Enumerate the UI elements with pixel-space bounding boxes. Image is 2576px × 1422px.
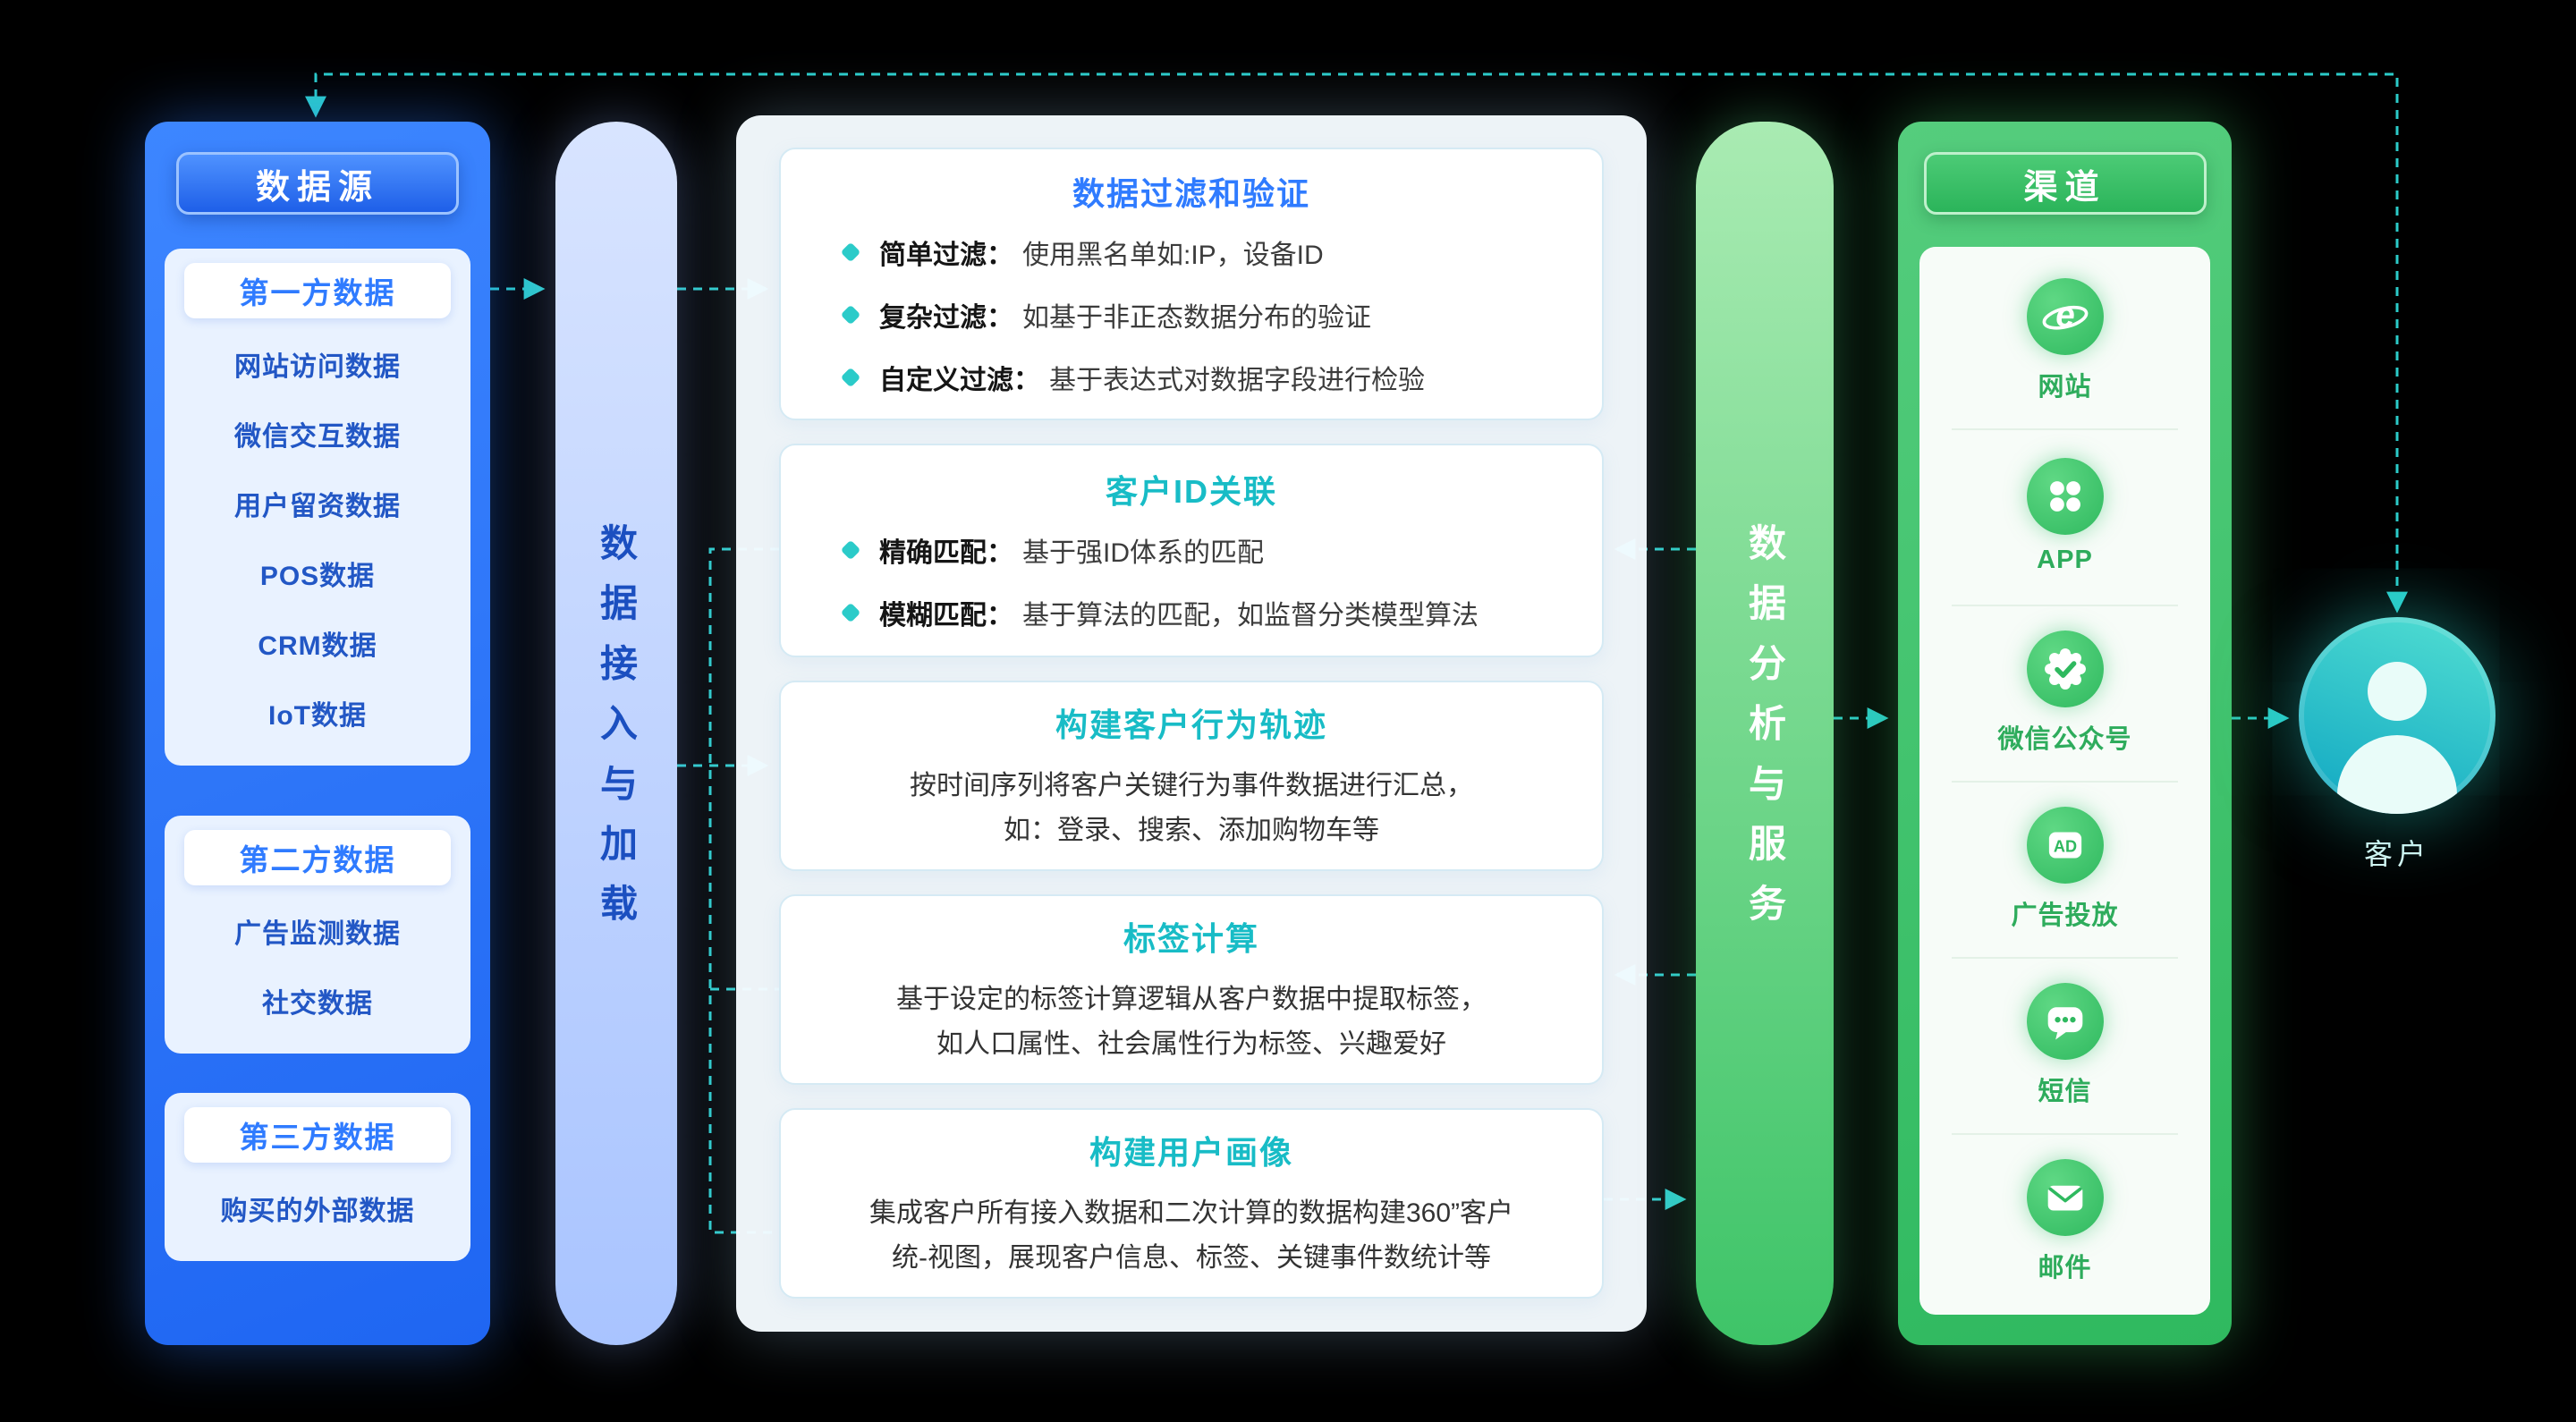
process-box-text: 如：登录、搜索、添加购物车等: [1004, 815, 1379, 845]
channel-label: 短信: [2038, 1077, 2092, 1106]
mail-icon: [2026, 1158, 2104, 1236]
process-box-behavior-track: 构建客户行为轨迹 按时间序列将客户关键行为事件数据进行汇总， 如：登录、搜索、添…: [779, 681, 1604, 871]
bullet-text: 基于强ID体系的匹配: [1022, 537, 1264, 568]
bullet-label: 自定义过滤：: [879, 365, 1040, 395]
diamond-bullet-icon: [840, 539, 861, 560]
bullet-row: 复杂过滤： 如基于非正态数据分布的验证: [840, 295, 1566, 334]
connector-feedback-loop: [305, 72, 2408, 614]
source-item: 广告监测数据: [234, 919, 401, 949]
process-box-title: 标签计算: [1123, 919, 1259, 957]
diamond-bullet-icon: [840, 602, 861, 622]
bullet-text: 基于算法的匹配，如监督分类模型算法: [1022, 600, 1479, 631]
process-box-id-link: 客户ID关联 精确匹配： 基于强ID体系的匹配 模糊匹配： 基于算法的匹配，如监…: [779, 444, 1604, 657]
person-icon: [2368, 662, 2427, 721]
source-item: 微信交互数据: [234, 422, 401, 452]
bullet-row: 精确匹配： 基于强ID体系的匹配: [840, 530, 1566, 570]
channel-label: APP: [2037, 546, 2093, 574]
diamond-bullet-icon: [840, 241, 861, 262]
analysis-bar: 数据分析与服务: [1696, 122, 1834, 1345]
bullet-row: 简单过滤： 使用黑名单如:IP，设备ID: [840, 233, 1566, 272]
source-item: IoT数据: [268, 701, 367, 731]
ad-icon-glyph: AD: [2053, 837, 2076, 855]
browser-icon: e: [2026, 277, 2104, 355]
source-item: 社交数据: [262, 989, 373, 1019]
process-box-title: 构建用户画像: [1089, 1133, 1293, 1171]
data-sources-panel: 数据源 第一方数据 网站访问数据 微信交互数据 用户留资数据 POS数据 CRM…: [145, 122, 490, 1345]
source-item: 用户留资数据: [234, 492, 401, 521]
channel-wechat-official: 微信公众号: [1919, 605, 2210, 781]
app-grid-icon: [2026, 458, 2104, 535]
channel-label: 网站: [2038, 372, 2092, 402]
source-item: 购买的外部数据: [220, 1197, 415, 1226]
analysis-bar-label: 数据分析与服务: [1743, 522, 1786, 944]
bullet-label: 精确匹配：: [879, 537, 1013, 568]
source-item: 网站访问数据: [234, 352, 401, 382]
process-box-text: 按时间序列将客户关键行为事件数据进行汇总，: [910, 770, 1473, 800]
process-box-title: 构建客户行为轨迹: [1055, 706, 1327, 743]
bullet-label: 模糊匹配：: [879, 600, 1013, 631]
first-party-data-group: 第一方数据 网站访问数据 微信交互数据 用户留资数据 POS数据 CRM数据 I…: [165, 249, 470, 766]
ad-icon: AD: [2026, 806, 2104, 884]
bullet-text: 使用黑名单如:IP，设备ID: [1022, 240, 1324, 270]
source-item: CRM数据: [258, 631, 377, 661]
diamond-bullet-icon: [840, 304, 861, 325]
data-sources-title: 数据源: [176, 152, 459, 215]
group-title-third-party: 第三方数据: [184, 1107, 451, 1163]
channel-list: e 网站 APP: [1919, 247, 2210, 1315]
channels-title: 渠道: [1923, 152, 2207, 215]
process-box-user-profile: 构建用户画像 集成客户所有接入数据和二次计算的数据构建360”客户 统-视图，展…: [779, 1108, 1604, 1299]
bullet-label: 简单过滤：: [879, 240, 1013, 270]
group-title-second-party: 第二方数据: [184, 830, 451, 885]
process-box-filter-validation: 数据过滤和验证 简单过滤： 使用黑名单如:IP，设备ID 复杂过滤： 如基于非正…: [779, 148, 1604, 420]
bullet-row: 自定义过滤： 基于表达式对数据字段进行检验: [840, 358, 1566, 397]
channel-label: 广告投放: [2011, 901, 2119, 930]
customer-avatar: [2299, 617, 2496, 814]
ingest-bar: 数据接入与加载: [555, 122, 677, 1345]
diamond-bullet-icon: [840, 367, 861, 387]
channel-website: e 网站: [1919, 252, 2210, 428]
process-box-text: 如人口属性、社会属性行为标签、兴趣爱好: [936, 1028, 1446, 1059]
channel-advertising: AD 广告投放: [1919, 781, 2210, 957]
channel-sms: 短信: [1919, 957, 2210, 1133]
channel-app: APP: [1919, 428, 2210, 605]
group-title-first-party: 第一方数据: [184, 263, 451, 318]
source-item: POS数据: [259, 562, 376, 591]
process-box-text: 统-视图，展现客户信息、标签、关键事件数统计等: [892, 1242, 1491, 1273]
sms-icon: [2026, 982, 2104, 1060]
process-box-title: 数据过滤和验证: [1072, 174, 1310, 212]
person-shoulders-icon: [2337, 735, 2457, 814]
wechat-official-badge-icon: [2026, 630, 2104, 707]
bullet-text: 基于表达式对数据字段进行检验: [1049, 365, 1425, 395]
customer-label: 客户: [2363, 838, 2430, 870]
process-box-tag-computation: 标签计算 基于设定的标签计算逻辑从客户数据中提取标签， 如人口属性、社会属性行为…: [779, 894, 1604, 1085]
bullet-row: 模糊匹配： 基于算法的匹配，如监督分类模型算法: [840, 593, 1566, 632]
channel-label: 邮件: [2038, 1253, 2092, 1282]
bullet-text: 如基于非正态数据分布的验证: [1022, 302, 1371, 333]
process-box-text: 基于设定的标签计算逻辑从客户数据中提取标签，: [896, 984, 1487, 1014]
process-box-title: 客户ID关联: [1105, 472, 1277, 510]
channel-email: 邮件: [1919, 1133, 2210, 1309]
third-party-data-group: 第三方数据 购买的外部数据: [165, 1093, 470, 1261]
process-box-text: 集成客户所有接入数据和二次计算的数据构建360”客户: [869, 1198, 1514, 1228]
ingest-bar-label: 数据接入与加载: [595, 522, 638, 944]
processing-panel: 数据过滤和验证 简单过滤： 使用黑名单如:IP，设备ID 复杂过滤： 如基于非正…: [736, 115, 1647, 1332]
bullet-label: 复杂过滤：: [879, 302, 1013, 333]
customer-node: 客户: [2299, 617, 2496, 873]
channel-label: 微信公众号: [1997, 724, 2132, 754]
second-party-data-group: 第二方数据 广告监测数据 社交数据: [165, 816, 470, 1054]
channels-panel: 渠道 e 网站: [1898, 122, 2232, 1345]
